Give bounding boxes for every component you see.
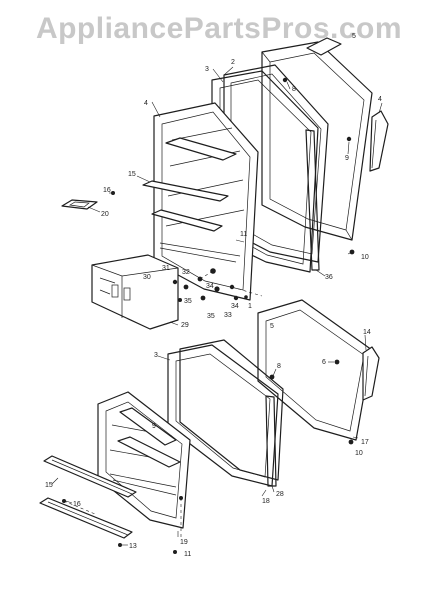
assembly-line	[199, 270, 214, 280]
callout-3-lower: 3	[154, 352, 158, 359]
callout-labels: 2 3 4 4 5 8 9 10 11 15 16 20 36 31 30 32…	[45, 33, 382, 558]
fresh-food-outer-door-panel	[257, 299, 373, 441]
hinge-screw	[282, 77, 288, 83]
callout-8: 8	[292, 86, 296, 93]
breaker-strip	[305, 129, 320, 271]
callout-9-lower: 9	[152, 423, 156, 430]
callout-4b: 4	[378, 96, 382, 103]
callout-1: 1	[248, 303, 252, 310]
freezer-bin-29	[91, 254, 179, 330]
hinge-screw	[348, 439, 354, 445]
callout-2: 2	[231, 59, 235, 66]
callout-15-lower: 15	[45, 482, 53, 489]
callout-16-lower: 16	[73, 501, 81, 508]
callout-14: 14	[363, 329, 371, 336]
door-shelf-bar	[43, 455, 137, 498]
callout-34b: 34	[231, 303, 239, 310]
callout-36: 36	[325, 274, 333, 281]
callout-5-lower: 5	[270, 323, 274, 330]
bar-screw	[62, 499, 66, 503]
callout-30: 30	[143, 274, 151, 281]
callout-6-lower: 6	[322, 359, 326, 366]
callout-31: 31	[162, 265, 170, 272]
fresh-food-liner-frame	[179, 339, 284, 481]
callout-4: 4	[144, 100, 148, 107]
callout-10: 10	[361, 254, 369, 261]
breaker-strip-lower	[265, 395, 277, 487]
freezer-top-handle	[306, 37, 342, 56]
shelf-clip	[61, 199, 98, 210]
callout-15: 15	[128, 171, 136, 178]
callout-20: 20	[101, 211, 109, 218]
freezer-side-handle	[369, 110, 389, 172]
callout-33: 33	[224, 312, 232, 319]
watermark: AppliancePartsPros.com	[35, 12, 403, 45]
callout-11: 11	[240, 231, 247, 238]
clip-screw	[111, 191, 115, 195]
callout-3: 3	[205, 66, 209, 73]
callout-17: 17	[361, 439, 369, 446]
callout-29: 29	[181, 322, 189, 329]
freezer-inner-door-liner	[142, 102, 259, 301]
callout-18: 18	[262, 498, 270, 505]
fresh-food-side-handle	[362, 346, 380, 401]
bar-screw	[173, 550, 177, 554]
hardware-cluster	[172, 268, 248, 302]
fresh-food-leader-lines	[51, 334, 367, 546]
callout-34: 34	[206, 283, 214, 290]
callout-28: 28	[276, 491, 284, 498]
freezer-leader-lines	[87, 66, 383, 326]
assembly-line	[231, 286, 263, 297]
door-shelf-bar-bottom	[39, 497, 133, 539]
callout-35b: 35	[207, 313, 215, 320]
callout-19: 19	[180, 539, 188, 546]
callout-35: 35	[184, 298, 192, 305]
callout-9: 9	[345, 155, 349, 162]
bar-screw	[118, 543, 122, 547]
callout-13: 13	[129, 543, 137, 550]
callout-16: 16	[103, 187, 111, 194]
callout-5: 5	[352, 33, 356, 40]
callout-11-lower: 11	[184, 551, 191, 558]
callout-32: 32	[182, 269, 190, 276]
hinge-screw	[346, 136, 352, 142]
callout-10-lower: 10	[355, 450, 363, 457]
callout-8-lower: 8	[277, 363, 281, 370]
hinge-screw	[334, 359, 340, 365]
